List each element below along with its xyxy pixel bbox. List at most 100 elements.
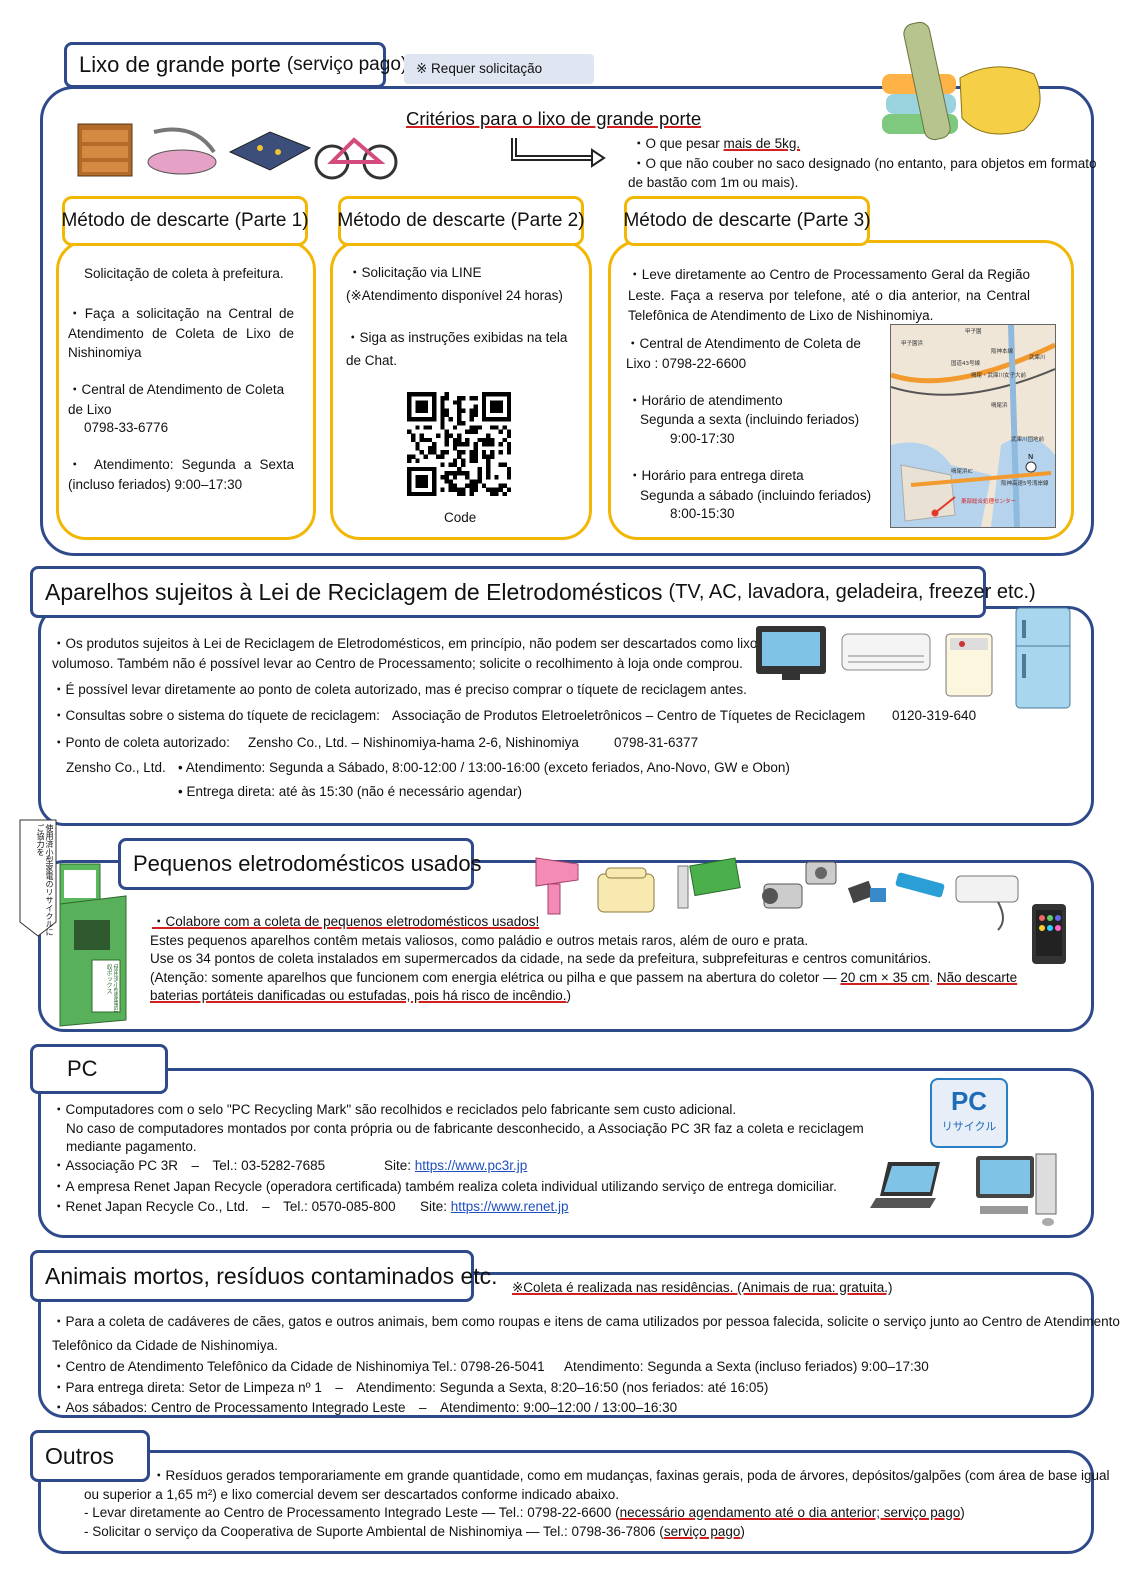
- collection-point-address: Zensho Co., Ltd. – Nishinomiya-hama 2-6,…: [248, 735, 579, 750]
- pc-line-2: No caso de computadores montados por con…: [66, 1121, 864, 1136]
- laptop-icon: [870, 1162, 940, 1208]
- pc-panel: [38, 1068, 1094, 1238]
- camera-icon: [805, 861, 837, 885]
- animals-center-name: ・Centro de Atendimento Telefônico da Cid…: [52, 1359, 430, 1374]
- washing-machine-icon: [945, 633, 993, 697]
- pc-line-3: mediante pagamento.: [66, 1139, 197, 1154]
- map-label: 国道43号線: [951, 359, 980, 367]
- animals-tab: Animais mortos, resíduos contaminados et…: [30, 1250, 498, 1302]
- animals-line-1b: Telefônico da Cidade de Nishinomiya.: [52, 1338, 278, 1353]
- pc3r-link[interactable]: https://www.pc3r.jp: [414, 1158, 528, 1173]
- map-label: 東部総合処理センター: [961, 497, 1016, 505]
- method-3-hours-days: Segunda a sexta (incluindo feriados): [640, 412, 860, 427]
- collection-point-label: ・Ponto de coleta autorizado:: [52, 735, 230, 750]
- criteria-item-2: ・O que não couber no saco designado (no …: [632, 156, 1097, 171]
- method-2-tab: Método de descarte (Parte 2): [337, 196, 585, 246]
- outros-panel: [38, 1450, 1094, 1554]
- rolled-items-illustration: [874, 18, 1054, 142]
- outros-line-3: - Levar diretamente ao Centro de Process…: [84, 1505, 965, 1520]
- renet-site: Site: https://www.renet.jp: [420, 1199, 569, 1214]
- method-3-hours-title: ・Horário de atendimento: [628, 393, 783, 408]
- map-label: 甲子園: [965, 328, 982, 335]
- zensho-name: Zensho Co., Ltd.: [66, 760, 166, 775]
- animals-line-4: ・Aos sábados: Centro de Processamento In…: [52, 1400, 678, 1415]
- method-3-phone: ・Central de Atendimento de Coleta de Lix…: [626, 336, 861, 371]
- computer-illustrations: [870, 1150, 1060, 1230]
- recycling-flag: 使用済小型家電のリサイクルにご協力を: [16, 818, 62, 938]
- usb-stick-icon: [895, 872, 945, 898]
- method-3-direct-title: ・Horário para entrega direta: [628, 468, 804, 483]
- request-note: ※ Requer solicitação: [404, 54, 594, 84]
- map-label: 鳴尾・武庫川女子大前: [971, 371, 1027, 379]
- qr-code-label: Code: [444, 510, 477, 525]
- camcorder-icon: [762, 883, 803, 909]
- criteria-item-1: ・O que pesar mais de 5kg.: [632, 136, 801, 151]
- telephone-icon: [597, 867, 655, 913]
- line-qr-code[interactable]: [407, 392, 512, 497]
- large-waste-tab: Lixo de grande porte (serviço pago): [64, 42, 407, 88]
- appliance-title: Aparelhos sujeitos à Lei de Reciclagem d…: [45, 578, 663, 605]
- criteria-title: Critérios para o lixo de grande porte: [406, 108, 702, 129]
- ticket-center-name: Associação de Produtos Eletroeletrônicos…: [392, 708, 866, 723]
- small-appliance-line-3: Use os 34 pontos de coleta instalados em…: [150, 951, 932, 966]
- pc-line-renet: ・A empresa Renet Japan Recycle (operador…: [52, 1179, 837, 1194]
- method-2-line-3: ・Siga as instruções exibidas na tela de …: [346, 330, 568, 368]
- cushion-icon: [959, 66, 1041, 135]
- pc-line-1: ・Computadores com o selo "PC Recycling M…: [52, 1102, 737, 1117]
- memory-card-icon: [847, 880, 886, 904]
- appliance-illustrations: [752, 606, 1078, 710]
- futon-icon: [228, 131, 312, 171]
- renet-link[interactable]: https://www.renet.jp: [450, 1199, 569, 1214]
- drawer-chest-icon: [77, 123, 133, 177]
- animals-line-1: ・Para a coleta de cadáveres de cães, gat…: [52, 1314, 1120, 1329]
- method-1-tab: Método de descarte (Parte 1): [61, 196, 309, 246]
- pc-logo-sub: リサイクル: [941, 1121, 997, 1133]
- method-1-line-3: ・Central de Atendimento de Coleta de Lix…: [68, 382, 285, 417]
- game-console-icon: [677, 857, 741, 909]
- method-1-line-1: Solicitação de coleta à prefeitura.: [84, 266, 284, 281]
- vacuum-cleaner-icon: [147, 127, 217, 175]
- method-1-line-2: ・Faça a solicitação na Central de Atendi…: [68, 306, 294, 360]
- small-appliance-illustrations: [528, 850, 1078, 970]
- outros-tab: Outros: [30, 1430, 150, 1482]
- power-bank-icon: [955, 875, 1019, 931]
- animals-line-3: ・Para entrega direta: Setor de Limpeza n…: [52, 1380, 769, 1395]
- refrigerator-icon: [1015, 607, 1071, 709]
- small-appliance-tab: Pequenos eletrodomésticos usados: [118, 838, 482, 890]
- map-label: 鳴尾浜IC: [951, 467, 973, 475]
- method-3-tab: Método de descarte (Parte 3): [623, 196, 871, 246]
- collection-box-illustration: 使用済小型家電回収ボックス: [56, 860, 132, 1028]
- collection-point-phone: 0798-31-6377: [614, 735, 699, 750]
- desktop-computer-icon: [976, 1153, 1057, 1226]
- method-2-line-2: (※Atendimento disponível 24 horas): [346, 288, 563, 303]
- method-2-line-1: ・Solicitação via LINE: [348, 265, 482, 280]
- appliance-line-2: ・É possível levar diretamente ao ponto d…: [52, 682, 747, 697]
- rolled-carpet-icon: [903, 21, 951, 141]
- pc3r-contact: ・Associação PC 3R – Tel.: 03-5282-7685: [52, 1158, 326, 1173]
- large-waste-subtitle: (serviço pago): [286, 54, 408, 75]
- ticket-center-phone: 0120-319-640: [892, 708, 977, 723]
- svg-text:N: N: [1028, 453, 1033, 461]
- map-label: 武庫川: [1029, 353, 1046, 361]
- map-label: 武庫川団地前: [1011, 435, 1045, 443]
- map-label: 阪神高速5号湾岸線: [1001, 479, 1049, 487]
- small-appliance-line-5: baterias portáteis danificadas ou estufa…: [150, 988, 572, 1003]
- outros-line-4: - Solicitar o serviço da Cooperativa de …: [84, 1524, 745, 1539]
- map-label: 鳴尾浜: [991, 401, 1008, 409]
- appliance-line-1b: volumoso. Também não é possível levar ao…: [52, 656, 743, 671]
- small-appliance-line-4: (Atenção: somente aparelhos que funcione…: [150, 970, 1018, 985]
- animals-note: ※Coleta é realizada nas residências. (An…: [512, 1280, 893, 1295]
- location-map: N 甲子園阪神本線国道43号線鳴尾・武庫川女子大前武庫川甲子園浜鳴尾浜武庫川団地…: [890, 324, 1056, 528]
- method-3-direct-days: Segunda a sábado (incluindo feriados): [640, 488, 872, 503]
- collection-box-label: 使用済小型家電回収ボックス: [105, 964, 118, 1012]
- animals-center-hours: Atendimento: Segunda a Sexta (incluso fe…: [564, 1359, 929, 1374]
- small-appliance-line-1: ・Colabore com a coleta de pequenos eletr…: [152, 914, 540, 929]
- arrow-icon: [508, 136, 608, 170]
- zensho-direct: • Entrega direta: até às 15:30 (não é ne…: [178, 784, 522, 799]
- ticket-consult-label: ・Consultas sobre o sistema do tíquete de…: [52, 708, 380, 723]
- pc3r-site: Site: https://www.pc3r.jp: [384, 1158, 528, 1173]
- outros-line-1: ・Resíduos gerados temporariamente em gra…: [152, 1468, 1110, 1483]
- air-conditioner-icon: [841, 633, 931, 671]
- map-label: 阪神本線: [991, 347, 1014, 355]
- large-waste-title: Lixo de grande porte: [79, 52, 281, 77]
